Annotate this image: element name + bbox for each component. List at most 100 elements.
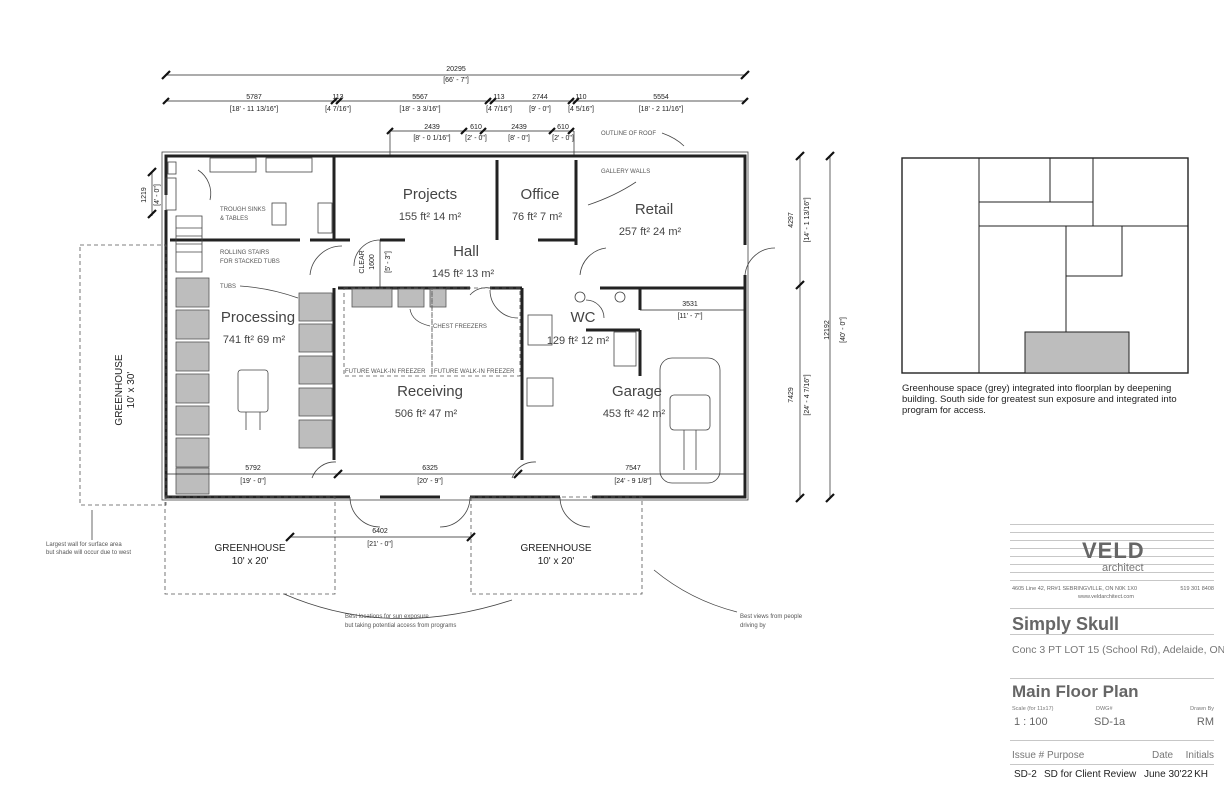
firm-website: www.veldarchitect.com xyxy=(1078,594,1134,600)
veld-logo-sub: architect xyxy=(1102,562,1144,574)
room-receiving-area: 506 ft² 47 m² xyxy=(395,408,458,420)
fixtures xyxy=(167,157,721,484)
dim-110-ft: [4 5/16"] xyxy=(568,106,594,113)
initials-header: Initials xyxy=(1185,750,1214,761)
dim-6325-mm: 6325 xyxy=(422,465,438,472)
dim-5792-ft: [19' - 0"] xyxy=(240,478,266,485)
dim-113a-ft: [4 7/16"] xyxy=(325,106,351,113)
clear-ft: [5' - 3"] xyxy=(385,251,392,273)
dim-3531-mm: 3531 xyxy=(682,301,698,308)
note-largest-2: but shade will occur due to west xyxy=(46,550,131,556)
dim-7429-mm: 7429 xyxy=(788,387,795,403)
dim-4297-mm: 4297 xyxy=(788,212,795,228)
note-trough-2: & TABLES xyxy=(220,216,248,222)
car-outline xyxy=(659,357,721,484)
note-largest-1: Largest wall for surface area xyxy=(46,542,122,548)
dim-6402-ft: [21' - 0"] xyxy=(367,541,393,548)
greenhouse-west-size: 10' x 30' xyxy=(126,372,137,409)
firm-phone: 519 301 8408 xyxy=(1180,586,1214,592)
clear-label: CLEAR xyxy=(359,250,366,273)
issue-initials: KH xyxy=(1194,769,1208,780)
dim-12192-ft: [40' - 0"] xyxy=(840,317,847,343)
dim-3531-ft: [11' - 7"] xyxy=(677,313,702,320)
greenhouse-sl-name: GREENHOUSE xyxy=(214,543,285,554)
note-tubs: TUBS xyxy=(220,284,236,290)
dim-5554-ft: [18' - 2 11/16"] xyxy=(639,106,684,113)
room-retail-name: Retail xyxy=(635,201,673,218)
dim-113b-mm: 113 xyxy=(493,94,504,101)
dim-1219-mm: 1219 xyxy=(141,187,148,203)
bottom-dimensions: 5792 [19' - 0"] 6325 [20' - 9"] 7547 [24… xyxy=(166,240,745,548)
issue-date: June 30'22 xyxy=(1144,769,1193,780)
note-stairs-1: ROLLING STAIRS xyxy=(220,250,269,256)
right-dimensions: 4297 [14' - 1 13/16"] 7429 [24' - 4 7/16… xyxy=(788,151,847,503)
dim-2744-mm: 2744 xyxy=(532,94,548,101)
dim-7429-ft: [24' - 4 7/16"] xyxy=(804,374,811,415)
sub-dim-4-mm: 610 xyxy=(557,124,569,131)
room-processing-name: Processing xyxy=(221,309,295,326)
dim-5554-mm: 5554 xyxy=(653,94,669,101)
dim-5787-ft: [18' - 11 13/16"] xyxy=(230,106,279,113)
sub-dim-3-ft: [8' - 0"] xyxy=(508,135,530,142)
note-walkin-2: FUTURE WALK-IN FREEZER xyxy=(434,369,515,375)
dim-2744-ft: [9' - 0"] xyxy=(529,106,551,113)
diagram-caption: Greenhouse space (grey) integrated into … xyxy=(902,383,1177,416)
dim-6325-ft: [20' - 9"] xyxy=(417,478,443,485)
concept-diagram xyxy=(901,157,1189,374)
scale-label: Scale (for 11x17) xyxy=(1012,706,1054,712)
room-hall-name: Hall xyxy=(453,243,479,260)
room-receiving-name: Receiving xyxy=(397,383,463,400)
note-stairs-2: FOR STACKED TUBS xyxy=(220,259,280,265)
note-trough-1: TROUGH SINKS xyxy=(220,207,266,213)
greenhouses: GREENHOUSE 10' x 30' GREENHOUSE 10' x 20… xyxy=(79,244,643,595)
room-processing-area: 741 ft² 69 m² xyxy=(223,334,286,346)
dim-1219-ft: [4' - 0"] xyxy=(154,184,161,206)
dwg-value: SD-1a xyxy=(1094,716,1126,728)
note-gallery-walls: GALLERY WALLS xyxy=(601,169,650,175)
dim-5792-mm: 5792 xyxy=(245,465,261,472)
sheet-title: Main Floor Plan xyxy=(1012,682,1139,701)
issue-header: Issue # Purpose xyxy=(1012,750,1085,761)
firm-address: 4605 Line 42, RR#1 SEBRINGVILLE, ON N0K … xyxy=(1012,586,1138,592)
room-projects-area: 155 ft² 14 m² xyxy=(399,211,462,223)
top-dimensions: 20295 [66' - 7"] 5787 [18' - 11 13/16"] … xyxy=(161,66,750,155)
drawn-value: RM xyxy=(1196,716,1214,728)
date-header: Date xyxy=(1152,750,1174,761)
note-outline-roof: OUTLINE OF ROOF xyxy=(601,131,656,137)
overall-dim-mm: 20295 xyxy=(446,66,466,73)
note-best-view-1: Best views from people xyxy=(740,614,803,620)
greenhouse-sl-size: 10' x 20' xyxy=(232,556,269,567)
overall-dim-ft: [66' - 7"] xyxy=(443,77,469,84)
sub-dim-1-ft: [8' - 0 1/16"] xyxy=(413,135,450,142)
left-dimension: 1219 [4' - 0"] xyxy=(141,167,161,219)
room-office-name: Office xyxy=(521,186,560,203)
dim-113a-mm: 113 xyxy=(332,94,343,101)
plan-notes: OUTLINE OF ROOF GALLERY WALLS TROUGH SIN… xyxy=(46,131,803,629)
note-best-loc-1: Best locations for sun exposure xyxy=(345,614,429,620)
dim-5567-ft: [18' - 3 3/16"] xyxy=(399,106,440,113)
roof-outline xyxy=(161,151,749,501)
dim-7547-ft: [24' - 9 1/8"] xyxy=(614,478,651,485)
sub-dim-2-ft: [2' - 0"] xyxy=(465,135,487,142)
clear-mm: 1600 xyxy=(369,254,376,270)
door-swings xyxy=(197,169,776,528)
greenhouse-west-name: GREENHOUSE xyxy=(114,354,125,425)
forklift-outline xyxy=(237,369,269,430)
room-hall-area: 145 ft² 13 m² xyxy=(432,268,495,280)
drawn-label: Drawn By xyxy=(1190,706,1214,712)
sub-dim-4-ft: [2' - 0"] xyxy=(552,135,574,142)
issue-purpose: SD for Client Review xyxy=(1044,769,1137,780)
room-retail-area: 257 ft² 24 m² xyxy=(619,226,682,238)
room-office-area: 76 ft² 7 m² xyxy=(512,211,562,223)
dim-12192-mm: 12192 xyxy=(824,320,831,340)
dim-5787-mm: 5787 xyxy=(246,94,262,101)
room-labels: Projects 155 ft² 14 m² Office 76 ft² 7 m… xyxy=(221,186,682,420)
project-location: Conc 3 PT LOT 15 (School Rd), Adelaide, … xyxy=(1012,644,1224,656)
room-garage-area: 453 ft² 42 m² xyxy=(603,408,666,420)
greenhouse-sr-name: GREENHOUSE xyxy=(520,543,591,554)
room-wc-name: WC xyxy=(571,309,596,326)
title-block: VELD architect 4605 Line 42, RR#1 SEBRIN… xyxy=(1010,524,1224,786)
sub-dim-2-mm: 610 xyxy=(470,124,482,131)
room-garage-name: Garage xyxy=(612,383,662,400)
